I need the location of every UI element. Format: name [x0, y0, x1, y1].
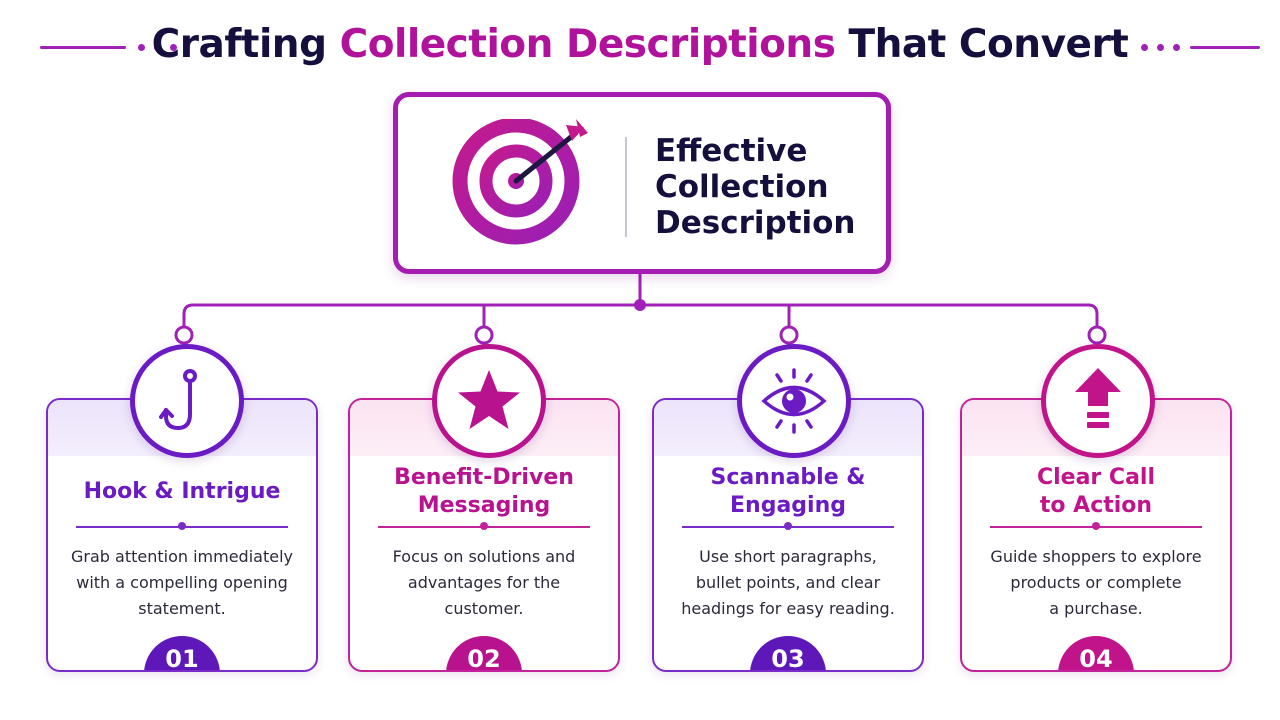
- header-dot: [1173, 44, 1180, 51]
- connector-node-center: [634, 299, 646, 311]
- icon-circle-1: [130, 344, 244, 458]
- up-arrow-icon: [1075, 368, 1121, 428]
- connector-node-3: [779, 325, 799, 345]
- connector-node-2: [474, 325, 494, 345]
- card-title: Hook & Intrigue: [83, 479, 281, 504]
- card-number-badge: 03: [750, 636, 826, 670]
- center-divider: [625, 137, 627, 237]
- target-icon: [452, 119, 588, 245]
- header-dot: [170, 44, 177, 51]
- header-line-right: [1190, 46, 1260, 49]
- fishing-hook-icon: [159, 369, 197, 430]
- eye-icon: [761, 368, 827, 434]
- card-description: Grab attention immediately with a compel…: [71, 547, 293, 618]
- title-accent: Collection Descriptions: [339, 22, 836, 67]
- card-description: Use short paragraphs, bullet points, and…: [681, 547, 895, 618]
- header-line-left: [40, 46, 126, 49]
- header-dot: [138, 44, 145, 51]
- page-title: Crafting Collection Descriptions That Co…: [0, 22, 1280, 67]
- central-concept-box: Effective Collection Description: [393, 92, 891, 274]
- icon-circle-4: [1041, 344, 1155, 458]
- connector-node-1: [174, 325, 194, 345]
- card-number-badge: 02: [446, 636, 522, 670]
- card-number-badge: 04: [1058, 636, 1134, 670]
- connector-node-4: [1087, 325, 1107, 345]
- card-title: Scannable & Engaging: [710, 465, 866, 518]
- star-icon: [458, 370, 520, 429]
- card-number-badge: 01: [144, 636, 220, 670]
- header-dot: [154, 44, 161, 51]
- title-part-2: That Convert: [835, 22, 1129, 67]
- header-dot: [1141, 44, 1148, 51]
- icon-circle-2: [432, 344, 546, 458]
- card-description: Guide shoppers to explore products or co…: [990, 547, 1202, 618]
- card-title: Benefit-Driven Messaging: [394, 465, 574, 518]
- card-separator-dot: [480, 522, 488, 530]
- header-dot: [1157, 44, 1164, 51]
- icon-circle-3: [737, 344, 851, 458]
- card-description: Focus on solutions and advantages for th…: [392, 547, 576, 618]
- card-separator-dot: [784, 522, 792, 530]
- central-concept-label: Effective Collection Description: [655, 133, 856, 241]
- title-part-1: Crafting: [151, 22, 340, 67]
- card-title: Clear Call to Action: [1036, 465, 1156, 518]
- card-separator-dot: [1092, 522, 1100, 530]
- card-separator-dot: [178, 522, 186, 530]
